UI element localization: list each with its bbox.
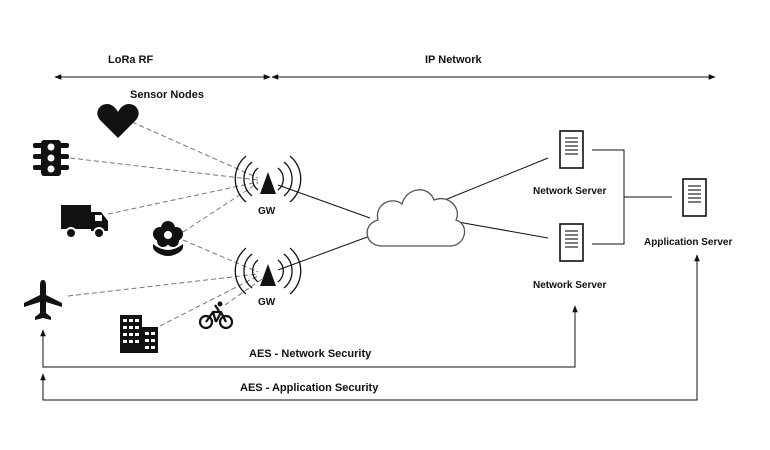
antenna-icon bbox=[234, 247, 302, 295]
gateway-bottom-label: GW bbox=[258, 297, 276, 308]
cloud-icon bbox=[366, 189, 466, 247]
aes-application-arrow bbox=[40, 254, 700, 401]
server-icon bbox=[682, 178, 707, 217]
server-icon bbox=[559, 223, 584, 262]
heart-icon bbox=[97, 104, 139, 138]
lora-rf-label: LoRa RF bbox=[108, 54, 154, 66]
truck-icon bbox=[61, 205, 108, 239]
antenna-icon bbox=[234, 155, 302, 203]
bicycle-icon bbox=[198, 301, 234, 330]
gateway-top-label: GW bbox=[258, 206, 276, 217]
ip-links bbox=[277, 149, 672, 271]
ip-network-label: IP Network bbox=[425, 54, 483, 66]
server-icon bbox=[559, 130, 584, 169]
application-server-label: Application Server bbox=[644, 237, 732, 248]
building-icon bbox=[120, 315, 158, 353]
sensor-nodes-label: Sensor Nodes bbox=[130, 89, 204, 101]
aes-network-label: AES - Network Security bbox=[249, 348, 372, 360]
aes-application-label: AES - Application Security bbox=[240, 382, 379, 394]
network-server-bottom-label: Network Server bbox=[533, 280, 606, 291]
network-server-top-label: Network Server bbox=[533, 186, 606, 197]
traffic-light-icon bbox=[33, 140, 69, 176]
airplane-icon bbox=[24, 280, 62, 320]
flower-icon bbox=[153, 221, 183, 256]
